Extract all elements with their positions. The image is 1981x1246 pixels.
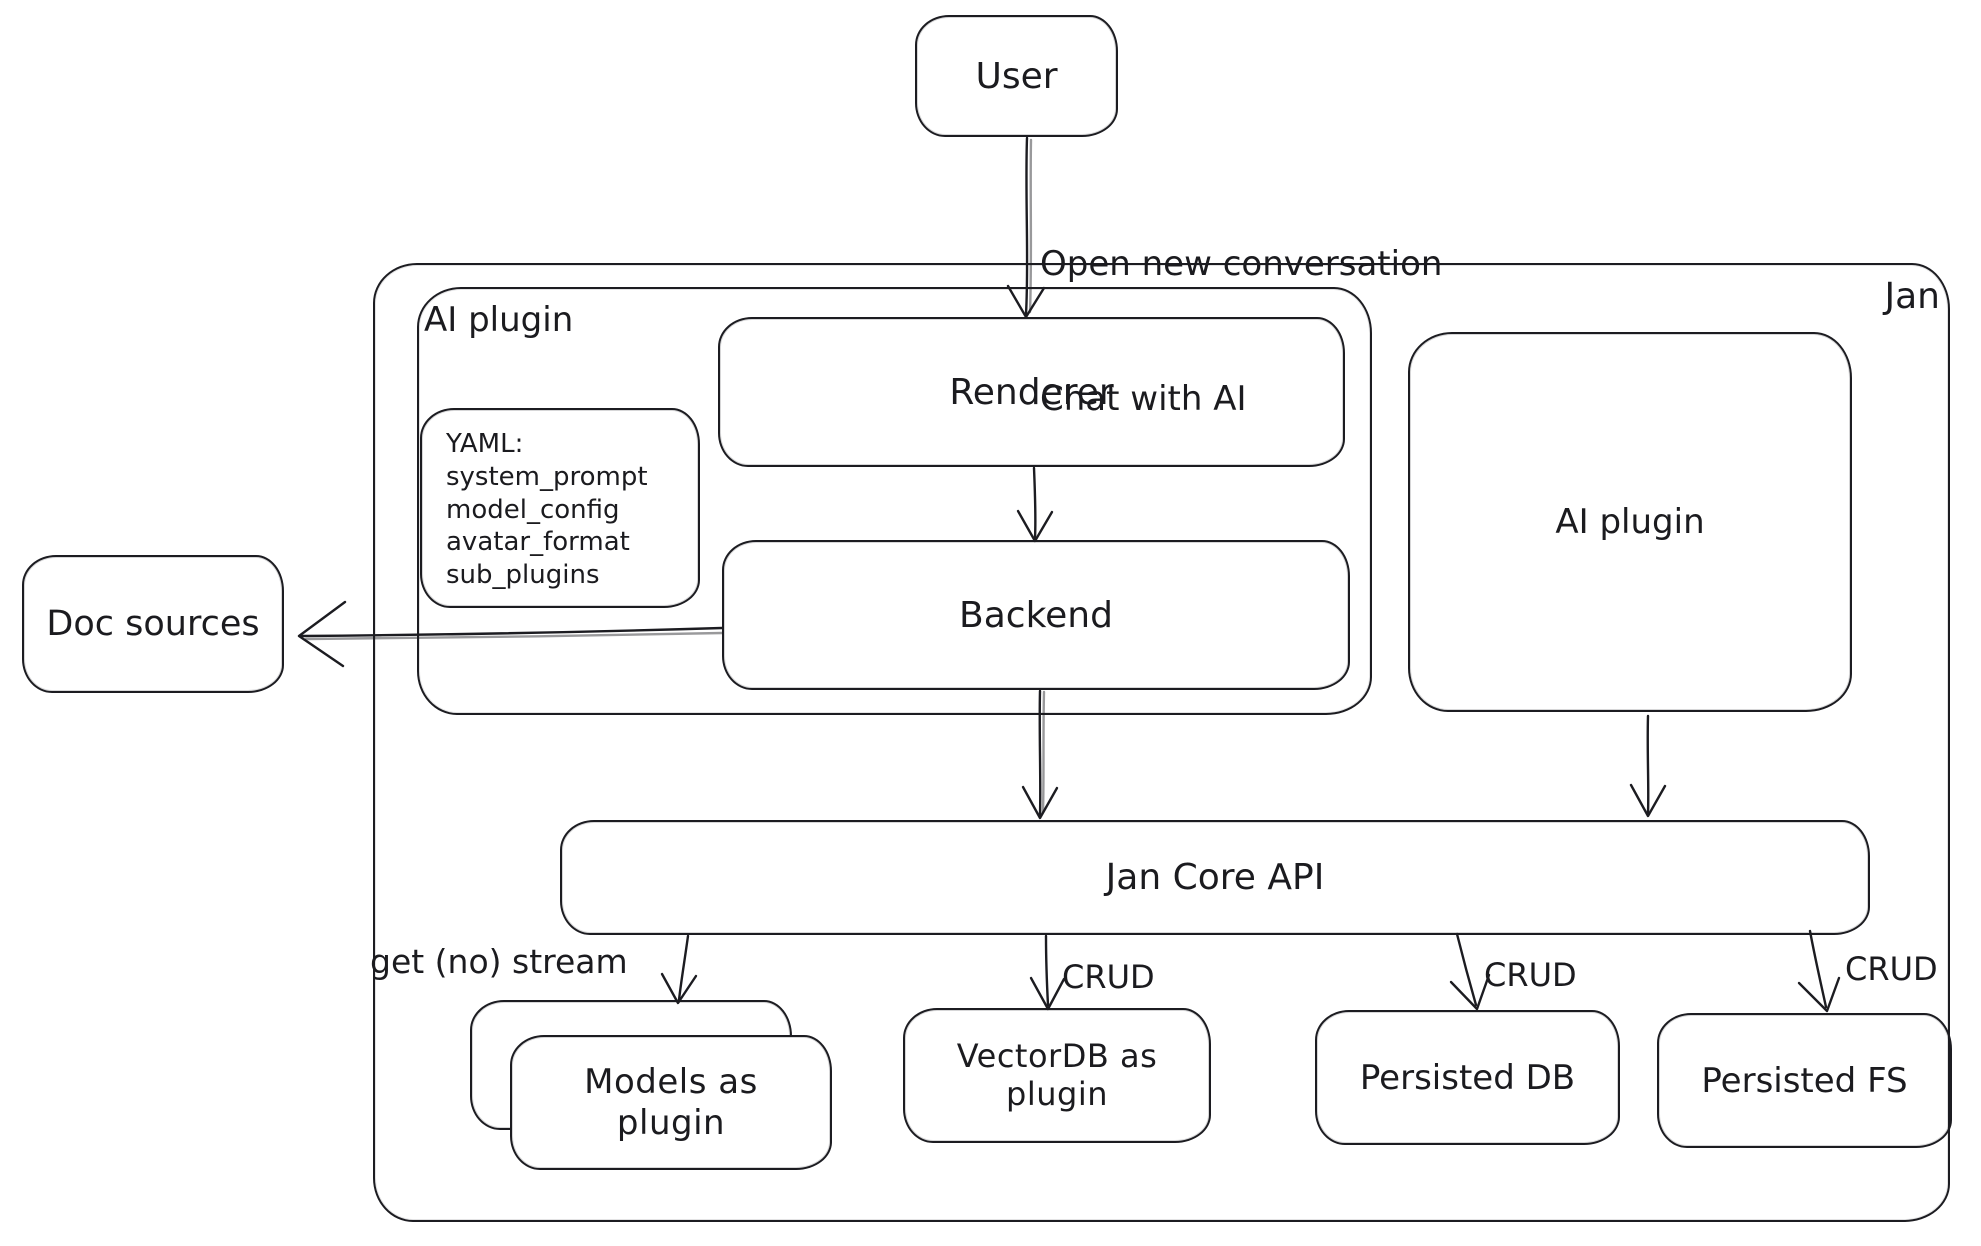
yaml-note-line: model_config: [446, 494, 620, 525]
ai-plugin-right-node-label: AI plugin: [1555, 502, 1705, 542]
persisted-db-node-label: Persisted DB: [1359, 1057, 1576, 1098]
edge-label-crud-vectordb: CRUD: [1062, 958, 1155, 996]
user-node: User: [915, 15, 1118, 137]
edge-label-crud-persisted-fs: CRUD: [1845, 950, 1938, 988]
renderer-node: Renderer: [718, 317, 1345, 467]
vectordb-plugin-node: VectorDB as plugin: [903, 1008, 1211, 1143]
yaml-note-line: sub_plugins: [446, 560, 600, 590]
backend-node-label: Backend: [959, 594, 1113, 636]
doc-sources-node-label: Doc sources: [46, 604, 260, 644]
yaml-note-line: avatar_format: [446, 527, 630, 558]
models-plugin-node-label: Models as plugin: [584, 1062, 758, 1143]
edge-label-chat-with-ai: Chat with AI: [1040, 379, 1247, 419]
vectordb-plugin-node-label: VectorDB as plugin: [956, 1036, 1158, 1113]
arrowhead-backend-to-doc-sources: [297, 600, 347, 668]
edge-label-user-to-renderer: Open new conversation Chat with AI: [1040, 152, 1442, 512]
yaml-note-line: YAML:: [446, 429, 524, 459]
jan-container-label: Jan: [1884, 276, 1941, 317]
jan-container: [373, 263, 1950, 1222]
edge-label-crud-persisted-db: CRUD: [1484, 956, 1577, 994]
edge-label-get-no-stream: get (no) stream: [370, 942, 628, 981]
ai-plugin-group-label: AI plugin: [424, 300, 574, 340]
models-plugin-node: Models as plugin: [510, 1035, 832, 1170]
user-node-label: User: [975, 55, 1058, 97]
ai-plugin-group-container: [417, 287, 1372, 715]
yaml-note-line: system_prompt: [446, 461, 648, 492]
jan-core-api-node-label: Jan Core API: [1105, 857, 1325, 898]
jan-core-api-node: Jan Core API: [560, 820, 1870, 935]
renderer-node-label: Renderer: [949, 371, 1114, 413]
ai-plugin-right-node: AI plugin: [1408, 332, 1852, 712]
edge-label-open-conversation: Open new conversation: [1040, 244, 1443, 284]
yaml-note: YAML: system_prompt model_config avatar_…: [420, 408, 700, 608]
doc-sources-node: Doc sources: [22, 555, 284, 693]
persisted-db-node: Persisted DB: [1315, 1010, 1620, 1145]
persisted-fs-node: Persisted FS: [1657, 1013, 1952, 1148]
backend-node: Backend: [722, 540, 1350, 690]
persisted-fs-node-label: Persisted FS: [1701, 1060, 1908, 1101]
